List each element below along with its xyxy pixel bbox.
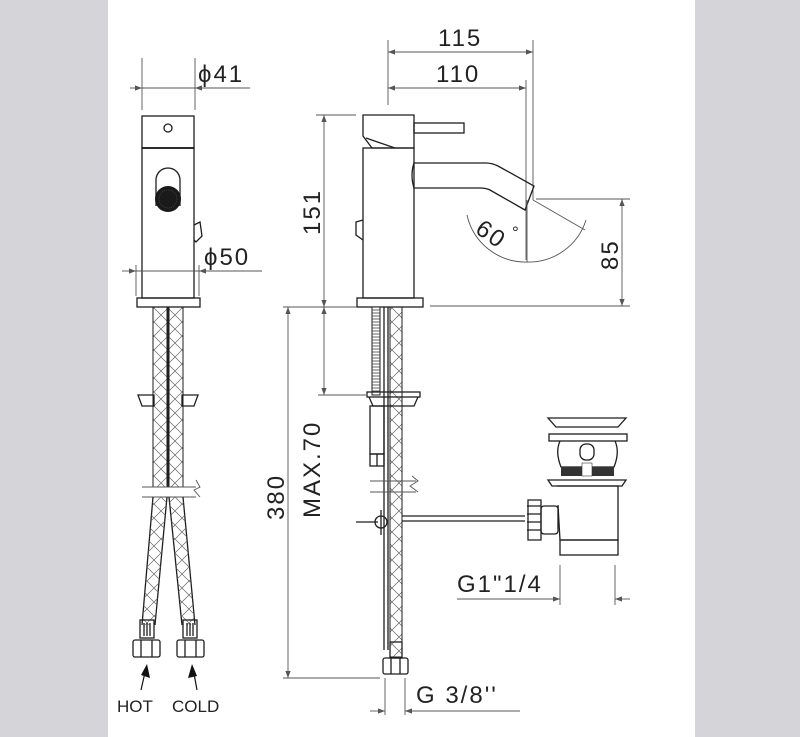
dimension-base-diameter: ϕ50	[122, 244, 262, 296]
side-body	[362, 147, 415, 299]
waste-thread-label: G1"1/4	[457, 571, 543, 598]
spout-angle-label: 60	[471, 215, 512, 255]
dimension-spout-height: 85	[430, 198, 630, 307]
waste-slot	[579, 443, 595, 461]
hot-label: HOT	[117, 697, 153, 716]
mixer-body	[141, 147, 195, 299]
spout-reach-label: 110	[436, 61, 480, 88]
max-deck-label: MAX.70	[299, 421, 326, 518]
side-fixing-nut	[366, 391, 421, 398]
cold-connector	[176, 619, 205, 658]
dimension-spout-angle: 60 °	[466, 199, 587, 263]
side-hose-connector	[382, 657, 409, 675]
hose-length-label: 380	[263, 474, 290, 520]
hot-arrow-icon	[141, 664, 150, 678]
dimension-total-depth: 115	[387, 25, 534, 200]
top-diameter-label: ϕ41	[198, 61, 244, 88]
popup-lever	[193, 221, 203, 243]
lever-handle	[413, 122, 465, 134]
cold-label: COLD	[172, 697, 219, 716]
side-view: 115 110 151 60 °	[263, 25, 630, 715]
popup-plug	[546, 417, 628, 428]
drawing-sheet: ϕ41 ϕ50	[108, 0, 695, 737]
hose-thread-label: G 3/8''	[416, 682, 498, 709]
waste-tail	[559, 539, 619, 556]
dimension-spout-reach: 110	[388, 61, 527, 260]
dimension-waste-thread: G1"1/4	[457, 565, 630, 605]
degree-symbol: °	[512, 223, 519, 242]
dimension-hose-length: 380	[263, 306, 380, 679]
total-depth-label: 115	[438, 25, 482, 52]
spout	[414, 162, 535, 211]
waste-view: G1"1/4	[457, 417, 630, 605]
side-lever	[362, 114, 415, 149]
base-plate	[136, 297, 201, 308]
spout-height-label: 85	[597, 239, 624, 270]
aerator-icon	[155, 186, 181, 212]
fixing-nut-left	[137, 394, 155, 407]
dimension-height: 151	[299, 114, 356, 307]
height-label: 151	[299, 189, 326, 235]
dimension-top-diameter: ϕ41	[130, 58, 250, 110]
base-diameter-label: ϕ50	[204, 244, 250, 271]
hot-connector	[132, 619, 161, 658]
dimension-hose-thread: G 3/8''	[370, 678, 520, 715]
cap-indicator	[163, 123, 173, 133]
side-base-plate	[356, 297, 424, 308]
front-view: ϕ41 ϕ50	[117, 58, 262, 716]
cold-arrow-icon	[188, 664, 197, 678]
technical-drawing: ϕ41 ϕ50	[117, 25, 630, 716]
dimension-max-deck-thickness: MAX.70	[299, 307, 366, 518]
fixing-nut-right	[181, 394, 199, 407]
knob-slot	[155, 167, 181, 206]
waste-flange	[548, 433, 628, 442]
side-popup-lever	[355, 219, 364, 241]
waste-nut	[527, 499, 542, 541]
